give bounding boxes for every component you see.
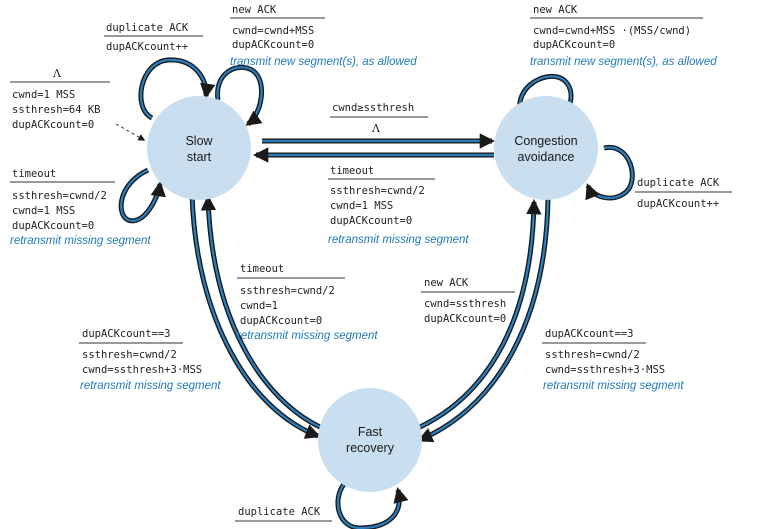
action-text-italic: transmit new segment(s), as allowed — [230, 56, 417, 68]
action-text: ssthresh=cwnd/2 — [240, 285, 335, 297]
action-text-italic: retransmit missing segment — [10, 235, 151, 247]
fr-to-ca-newack-arrow — [417, 198, 542, 429]
fr-to-ss-timeout-arrow — [200, 194, 323, 429]
ca-dupack-loop-arrow — [585, 146, 634, 201]
action-text: Λ — [371, 122, 381, 135]
event-text: timeout — [12, 168, 56, 180]
label-ss-to-ca: cwnd≥ssthresh Λ — [330, 102, 428, 135]
event-text: duplicate ACK — [106, 22, 189, 34]
action-text: cwnd=cwnd+MSS ·(MSS/cwnd) — [533, 25, 691, 37]
label-ss-dup3: dupACKcount==3 ssthresh=cwnd/2 cwnd=ssth… — [79, 328, 221, 392]
ss-newack-loop-arrow — [216, 66, 263, 126]
state-label: Slow — [185, 134, 213, 148]
state-label: Fast — [358, 425, 383, 439]
event-text: new ACK — [232, 4, 277, 16]
label-ss-dupack: duplicate ACK dupACKcount++ — [104, 22, 203, 53]
event-text: cwnd≥ssthresh — [332, 102, 414, 114]
action-text: dupACKcount=0 — [12, 119, 94, 131]
action-text: dupACKcount=0 — [424, 313, 506, 325]
initial-transition-arrow — [115, 123, 146, 141]
action-text: cwnd=ssthresh+3·MSS — [545, 364, 665, 376]
event-text: timeout — [240, 263, 284, 275]
label-ss-timeout: timeout ssthresh=cwnd/2 cwnd=1 MSS dupAC… — [10, 168, 151, 247]
event-text: dupACKcount==3 — [82, 328, 171, 340]
state-label: start — [187, 150, 212, 164]
state-congestion-avoidance: Congestion avoidance — [494, 96, 598, 200]
action-text: ssthresh=cwnd/2 — [82, 349, 177, 361]
action-text-italic: retransmit missing segment — [237, 330, 378, 342]
action-text-italic: retransmit missing segment — [543, 380, 684, 392]
label-ca-newack: new ACK cwnd=cwnd+MSS ·(MSS/cwnd) dupACK… — [530, 4, 717, 68]
action-text: dupACKcount=0 — [12, 220, 94, 232]
label-ca-dupack: duplicate ACK dupACKcount++ — [635, 177, 732, 210]
event-text: new ACK — [533, 4, 578, 16]
label-ss-newack: new ACK cwnd=cwnd+MSS dupACKcount=0 tran… — [230, 4, 417, 68]
action-text: dupACKcount++ — [637, 198, 719, 210]
state-fast-recovery: Fast recovery — [318, 388, 422, 492]
action-text: ssthresh=cwnd/2 — [330, 185, 425, 197]
action-text-italic: retransmit missing segment — [328, 234, 469, 246]
action-text: cwnd=ssthresh+3·MSS — [82, 364, 202, 376]
action-text: dupACKcount++ — [106, 41, 188, 53]
action-text-italic: retransmit missing segment — [80, 380, 221, 392]
state-label: recovery — [346, 441, 395, 455]
event-text: Λ — [52, 67, 62, 80]
action-text: cwnd=ssthresh — [424, 298, 506, 310]
action-text: ssthresh=cwnd/2 — [12, 190, 107, 202]
action-text: cwnd=1 MSS — [12, 89, 75, 101]
action-text: dupACKcount=0 — [232, 39, 314, 51]
label-ca-dup3: dupACKcount==3 ssthresh=cwnd/2 cwnd=ssth… — [542, 328, 684, 392]
event-text: dupACKcount==3 — [545, 328, 634, 340]
action-text: cwnd=cwnd+MSS — [232, 25, 314, 37]
event-text: timeout — [330, 165, 374, 177]
state-slow-start: Slow start — [147, 96, 251, 200]
ss-timeout-loop-arrow — [120, 169, 166, 222]
action-text: cwnd=1 MSS — [12, 205, 75, 217]
action-text: ssthresh=64 KB — [12, 104, 101, 116]
action-text: dupACKcount=0 — [533, 39, 615, 51]
action-text: dupACKcount=0 — [330, 215, 412, 227]
label-initial: Λ cwnd=1 MSS ssthresh=64 KB dupACKcount=… — [10, 67, 110, 131]
event-text: new ACK — [424, 277, 469, 289]
action-text: cwnd=1 MSS — [330, 200, 393, 212]
label-fr-newack: new ACK cwnd=ssthresh dupACKcount=0 — [421, 277, 515, 325]
action-text: cwnd=1 — [240, 300, 278, 312]
ss-to-fr-arrow — [190, 193, 321, 439]
ca-to-fr-arrow — [417, 197, 550, 443]
fr-dupack-loop-arrow — [336, 483, 409, 529]
action-text-italic: transmit new segment(s), as allowed — [530, 56, 717, 68]
label-ca-timeout: timeout ssthresh=cwnd/2 cwnd=1 MSS dupAC… — [328, 165, 469, 246]
label-fr-timeout: timeout ssthresh=cwnd/2 cwnd=1 dupACKcou… — [237, 263, 378, 342]
state-label: Congestion — [514, 134, 577, 148]
event-text: duplicate ACK — [637, 177, 720, 189]
action-text: ssthresh=cwnd/2 — [545, 349, 640, 361]
state-label: avoidance — [518, 150, 575, 164]
event-text: duplicate ACK — [238, 506, 321, 518]
action-text: dupACKcount=0 — [240, 315, 322, 327]
label-fr-dupack: duplicate ACK — [235, 506, 332, 522]
